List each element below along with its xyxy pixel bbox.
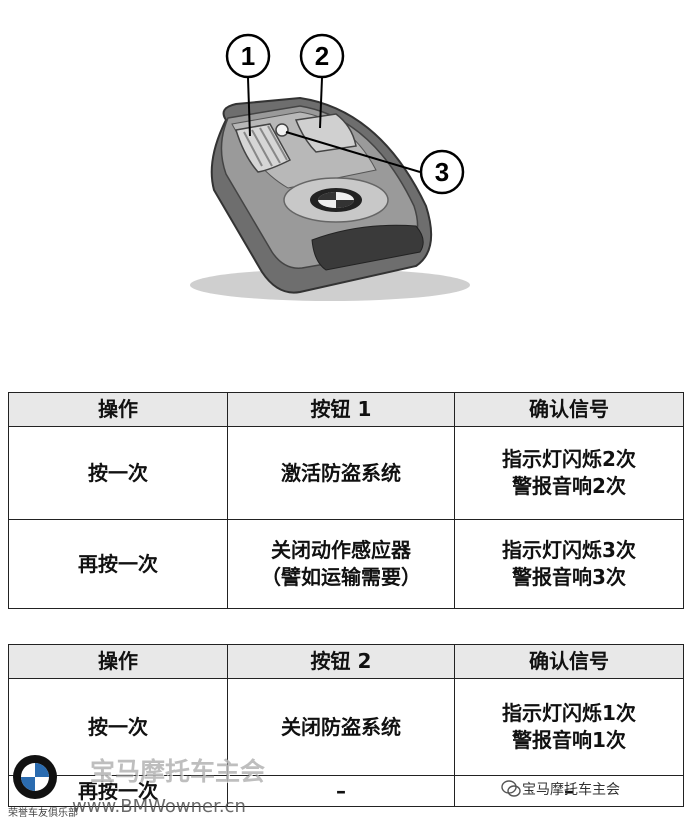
operation-cell: 再按一次 [8,519,228,609]
button-2-table: 操作 按钮 2 确认信号 按一次 关闭防盗系统 指示灯闪烁1次警报音响1次 再按… [8,644,684,807]
indicator-led-icon [275,123,289,137]
button-2-icon [294,113,357,153]
action-cell: 关闭动作感应器（譬如运输需要） [227,519,455,609]
header-operation: 操作 [8,392,228,427]
wechat-icon [501,780,521,797]
callout-3: 3 [435,157,449,187]
table-row: 再按一次 – – [8,775,684,807]
signal-cell: – [454,775,684,807]
callout-1: 1 [241,41,255,71]
table-row: 按一次 关闭防盗系统 指示灯闪烁1次警报音响1次 [8,678,684,776]
bmw-roundel-logo-icon [13,755,57,799]
signal-cell: 指示灯闪烁2次警报音响2次 [454,426,684,520]
watermark-small: 荣誉车友俱乐部 [8,808,78,819]
action-cell: – [227,775,455,807]
button-1-table: 操作 按钮 1 确认信号 按一次 激活防盗系统 指示灯闪烁2次警报音响2次 再按… [8,392,684,609]
header-button: 按钮 1 [227,392,455,427]
watermark-right: 宝马摩托车主会 [522,782,620,798]
table-row: 再按一次 关闭动作感应器（譬如运输需要） 指示灯闪烁3次警报音响3次 [8,519,684,609]
watermark-brand: 宝马摩托车主会 [90,757,266,786]
header-operation: 操作 [8,644,228,679]
action-cell: 关闭防盗系统 [227,678,455,776]
bmw-emblem-icon [310,188,362,212]
header-button: 按钮 2 [227,644,455,679]
header-signal: 确认信号 [454,644,684,679]
key-fob-illustration: 1 2 3 [190,33,470,301]
action-cell: 激活防盗系统 [227,426,455,520]
operation-cell: 按一次 [8,426,228,520]
watermark-url: www.BMWowner.cn [72,796,246,817]
signal-cell: 指示灯闪烁3次警报音响3次 [454,519,684,609]
table-row: 按一次 激活防盗系统 指示灯闪烁2次警报音响2次 [8,426,684,520]
callout-2: 2 [315,41,329,71]
signal-cell: 指示灯闪烁1次警报音响1次 [454,678,684,776]
header-signal: 确认信号 [454,392,684,427]
